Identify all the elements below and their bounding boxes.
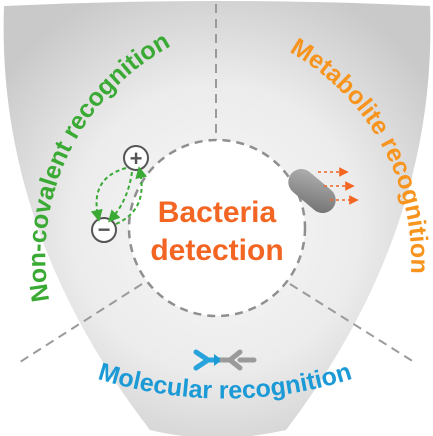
attraction-arrow-outer xyxy=(90,167,127,222)
bacterium-icon xyxy=(288,169,336,213)
minus-charge-icon xyxy=(91,217,117,243)
plus-charge-symbol: + xyxy=(130,146,143,171)
center-title-line1: Bacteria xyxy=(158,196,277,229)
bacterium-metabolite-icon xyxy=(288,167,359,213)
charge-interaction-icon: + − xyxy=(90,145,149,243)
binding-triangle-icon xyxy=(214,354,222,366)
center-circle xyxy=(127,138,307,318)
minus-charge-symbol: − xyxy=(98,217,111,242)
segment-dividers xyxy=(19,4,415,363)
gray-receptor-icon xyxy=(219,349,257,371)
receptor-binding-icon xyxy=(193,349,257,371)
attraction-arrow-return xyxy=(115,166,148,225)
center-title-line2: detection xyxy=(150,234,283,267)
